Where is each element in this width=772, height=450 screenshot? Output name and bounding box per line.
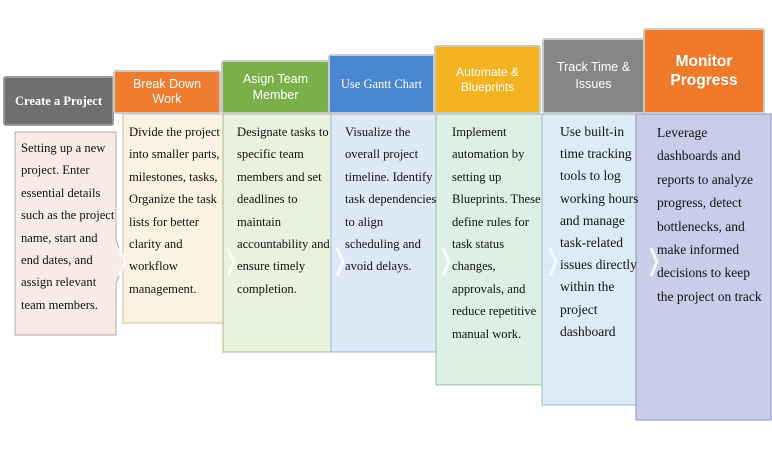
step-header-2: Break Down Work: [113, 70, 221, 114]
chevron-mark-5: [548, 247, 558, 277]
chevron-mark-6: [649, 247, 659, 277]
step-description-3: Designate tasks to specific team members…: [237, 125, 330, 296]
step-title-1: Create a Project: [15, 93, 102, 108]
chevron-mark-3: [335, 247, 345, 277]
step-header-4: Use Gantt Chart: [328, 54, 435, 114]
step-title-6: Track Time & Issues: [556, 60, 631, 91]
step-title-7: Monitor Progress: [670, 53, 738, 89]
step-header-6: Track Time & Issues: [542, 38, 645, 114]
step-description-6: Use built-in time tracking tools to log …: [560, 124, 639, 339]
step-description-4: Visualize the overall project timeline. …: [345, 125, 437, 274]
step-description-1: Setting up a new project. Enter essentia…: [21, 141, 115, 312]
step-title-2: Break Down Work: [132, 77, 202, 106]
step-description-5: Implement automation by setting up Bluep…: [452, 125, 541, 341]
step-header-5: Automate & Blueprints: [434, 45, 541, 114]
step-title-4: Use Gantt Chart: [340, 76, 423, 91]
step-header-3: Asign Team Member: [221, 60, 330, 114]
step-header-1: Create a Project: [3, 76, 114, 126]
step-description-2: Divide the project into smaller parts, m…: [129, 125, 220, 296]
chevron-mark-4: [441, 247, 451, 277]
chevron-mark-2: [226, 247, 236, 277]
step-body-panel-7: [635, 113, 772, 421]
step-title-5: Automate & Blueprints: [456, 64, 519, 94]
chevron-mark-1: [117, 247, 127, 277]
step-description-7: Leverage dashboards and reports to analy…: [657, 125, 762, 304]
step-title-3: Asign Team Member: [242, 72, 309, 102]
step-header-7: Monitor Progress: [643, 28, 765, 114]
